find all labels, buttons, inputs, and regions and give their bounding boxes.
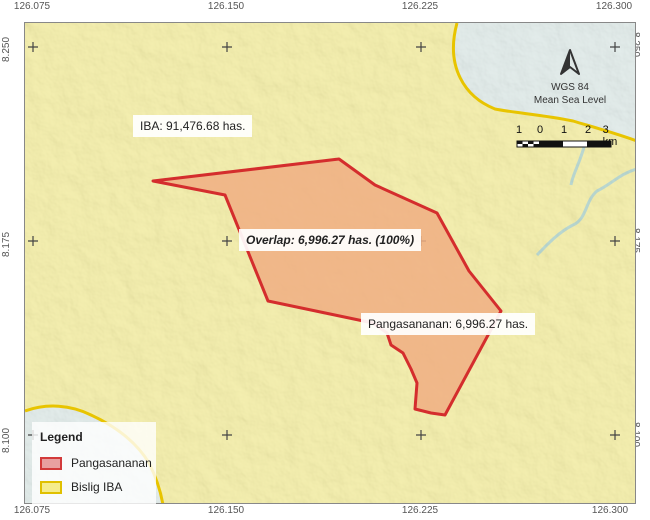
graticule-cross xyxy=(416,42,426,52)
pangasananan-area-label: Pangasananan: 6,996.27 has. xyxy=(361,313,536,335)
scale-bar-graphic xyxy=(516,140,612,148)
graticule-cross xyxy=(28,42,38,52)
overlap-area-label: Overlap: 6,996.27 has. (100%) xyxy=(239,229,422,251)
lat-label-left-3: 8.100 xyxy=(1,427,12,453)
legend-title: Legend xyxy=(40,430,83,444)
scale-tick-label: 0 xyxy=(536,124,544,136)
legend-item-pangasananan: Pangasananan xyxy=(40,456,152,470)
north-arrow-icon xyxy=(560,49,580,75)
lon-label-top-2: 126.150 xyxy=(207,1,245,12)
lon-label-bottom-1: 126.075 xyxy=(13,505,51,516)
graticule-cross xyxy=(222,42,232,52)
lat-label-left-1: 8.250 xyxy=(1,36,12,62)
lon-label-top-3: 126.225 xyxy=(401,1,439,12)
scale-tick-label: 2 xyxy=(584,124,592,136)
graticule-cross xyxy=(28,236,38,246)
legend-swatch-pangasananan xyxy=(40,456,62,470)
datum-label: WGS 84 xyxy=(551,82,589,93)
graticule-cross xyxy=(610,42,620,52)
north-arrow-block: WGS 84 Mean Sea Level xyxy=(515,48,625,107)
legend-item-bislig-iba: Bislig IBA xyxy=(40,480,122,494)
scale-tick-label: 1 xyxy=(515,124,523,136)
lon-label-bottom-3: 126.225 xyxy=(401,505,439,516)
graticule-cross xyxy=(222,236,232,246)
reference-label: Mean Sea Level xyxy=(533,95,607,106)
legend-label: Pangasananan xyxy=(71,456,152,470)
lon-label-bottom-4: 126.300 xyxy=(591,505,629,516)
lon-label-top-1: 126.075 xyxy=(13,1,51,12)
pangasananan-polygon[interactable] xyxy=(151,157,503,417)
scale-bar: 1 0 1 2 3 km xyxy=(514,124,617,155)
map-legend: Legend Pangasananan Bislig IBA xyxy=(32,422,156,504)
scale-tick-label: 1 xyxy=(560,124,568,136)
graticule-cross xyxy=(610,430,620,440)
lon-label-top-4: 126.300 xyxy=(595,1,633,12)
legend-swatch-bislig-iba xyxy=(40,480,62,494)
legend-label: Bislig IBA xyxy=(71,480,123,494)
lon-label-bottom-2: 126.150 xyxy=(207,505,245,516)
graticule-cross xyxy=(610,236,620,246)
lat-label-left-2: 8.175 xyxy=(1,231,12,257)
graticule-cross xyxy=(222,430,232,440)
scale-tick-label: 3 km xyxy=(602,124,618,148)
iba-boundary xyxy=(451,23,635,142)
iba-area-label: IBA: 91,476.68 has. xyxy=(133,115,253,137)
graticule-cross xyxy=(416,430,426,440)
